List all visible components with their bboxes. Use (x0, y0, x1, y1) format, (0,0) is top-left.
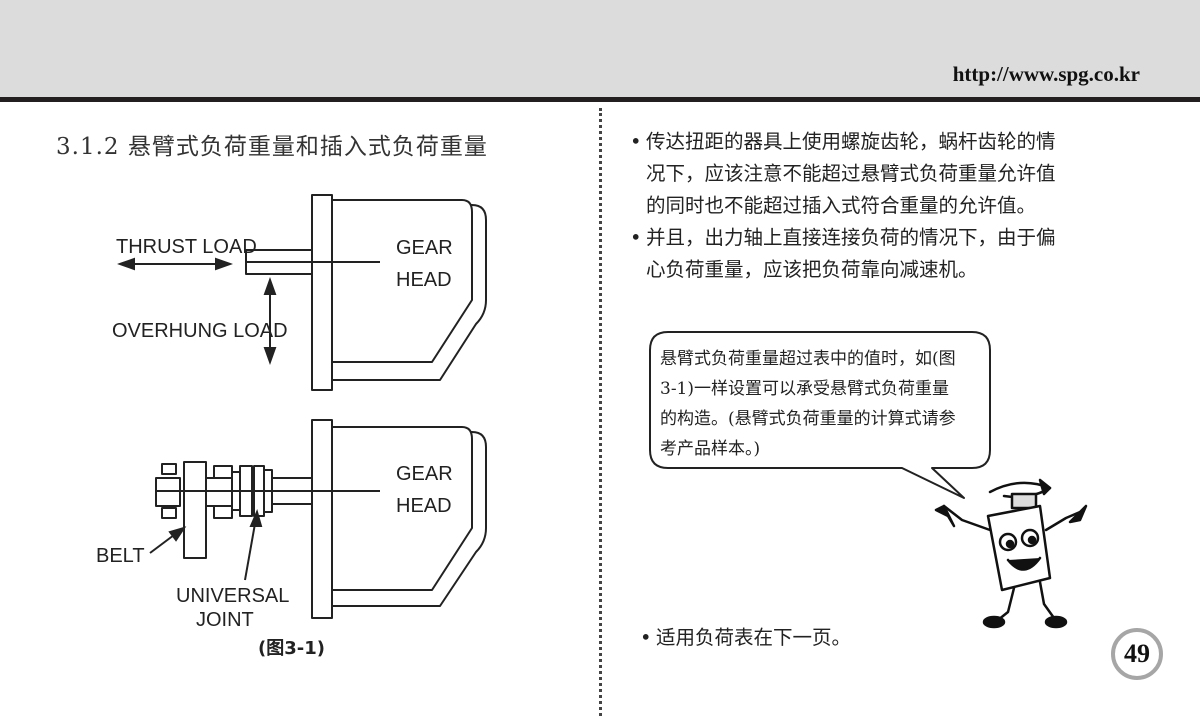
universal-label: UNIVERSAL (176, 585, 289, 607)
site-url[interactable]: http://www.spg.co.kr (952, 62, 1140, 86)
speech-bubble-text: 悬臂式负荷重量超过表中的值时，如(图 3-1)一样设置可以承受悬臂式负荷重量 的… (660, 344, 984, 464)
belt-label: BELT (96, 545, 145, 567)
header-band (0, 0, 1200, 97)
bullet-2-line-2: 心负荷重量，应该把负荷靠向减速机。 (646, 258, 978, 281)
bullet-1-line-2: 况下，应该注意不能超过悬臂式负荷重量允许值 (646, 162, 1056, 185)
overhung-load-label: OVERHUNG LOAD (112, 320, 288, 342)
bullet-dot: • (630, 130, 642, 153)
bottom-flange (311, 419, 333, 619)
top-gear-label: GEAR (396, 237, 453, 259)
right-bearing (213, 465, 233, 479)
column-divider (599, 108, 602, 716)
bottom-gear-label: GEAR (396, 463, 453, 485)
page-number-badge: 49 (1111, 628, 1163, 680)
top-head-label: HEAD (396, 269, 452, 291)
figure-caption: (图3-1) (258, 638, 325, 659)
speech-bubble (649, 331, 991, 499)
bullet-paragraph-1: • 传达扭距的器具上使用螺旋齿轮，蜗杆齿轮的情 况下，应该注意不能超过悬臂式负荷… (630, 126, 1120, 222)
bullet-3-text: 适用负荷表在下一页。 (656, 626, 852, 649)
bottom-gearhead-front (315, 426, 473, 591)
bubble-line-2: 3-1)一样设置可以承受悬臂式负荷重量 (660, 379, 950, 399)
thrust-load-label: THRUST LOAD (116, 236, 257, 258)
bubble-line-3: 的构造。(悬臂式负荷重量的计算式请参 (660, 409, 956, 429)
header-rule (0, 97, 1200, 102)
bullet-dot: • (630, 226, 642, 249)
bullet-paragraph-3: • 适用负荷表在下一页。 (640, 622, 1130, 654)
bubble-line-4: 考产品样本。) (660, 439, 761, 459)
top-flange (311, 194, 333, 391)
bullet-1-line-1: 传达扭距的器具上使用螺旋齿轮，蜗杆齿轮的情 (646, 130, 1056, 153)
bubble-line-1: 悬臂式负荷重量超过表中的值时，如(图 (660, 349, 956, 369)
section-title: 3.1.2 悬臂式负荷重量和插入式负荷重量 (56, 134, 488, 160)
top-gearhead-front (315, 199, 473, 363)
bullet-paragraph-2: • 并且，出力轴上直接连接负荷的情况下，由于偏 心负荷重量，应该把负荷靠向减速机… (630, 222, 1120, 286)
bullet-2-line-1: 并且，出力轴上直接连接负荷的情况下，由于偏 (646, 226, 1056, 249)
gear-head-figure: THRUST LOAD OVERHUNG LOAD GEAR HEAD GEAR… (96, 194, 487, 659)
joint-label: JOINT (196, 609, 254, 631)
bullet-dot: • (640, 626, 652, 649)
bullet-1-line-3: 的同时也不能超过插入式符合重量的允许值。 (646, 194, 1037, 217)
bottom-head-label: HEAD (396, 495, 452, 517)
mascot-icon (934, 478, 1088, 629)
belt-block (183, 461, 207, 559)
